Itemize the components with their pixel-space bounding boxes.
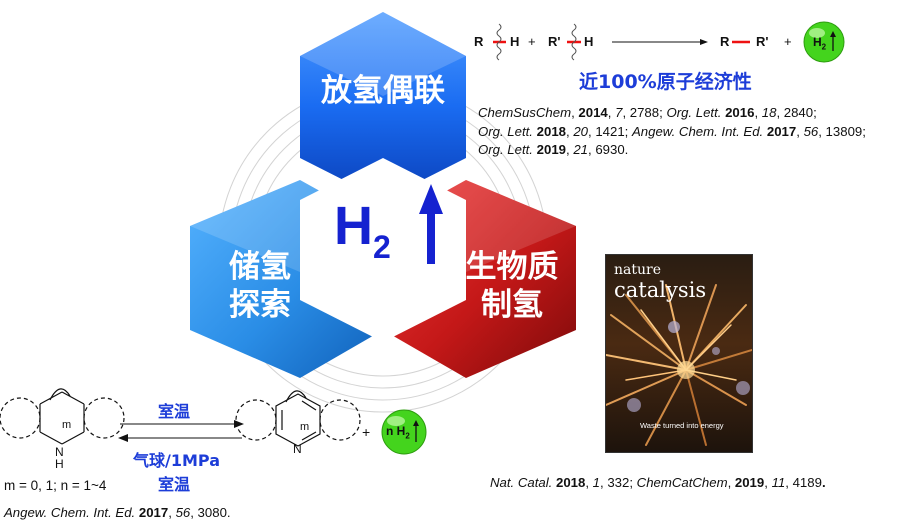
up-arrow-icon [419, 184, 443, 264]
product-r: R [720, 34, 730, 49]
plus-sign: + [784, 34, 792, 49]
citation-segment: , 2788; [622, 105, 667, 120]
citation-segment: Angew. Chem. Int. Ed. [4, 505, 136, 520]
variables-note: m = 0, 1; n = 1~4 [4, 478, 107, 493]
product-rp: R' [756, 34, 769, 49]
citation-segment: , [566, 123, 574, 139]
reactant-r: R [474, 34, 484, 49]
reactant-h2: H [584, 34, 594, 49]
citation-segment: 56 [175, 505, 191, 520]
plus-sign: + [528, 34, 536, 49]
reactant-rp: R' [548, 34, 561, 49]
h2-ball-label: n H2 [386, 424, 410, 441]
coupling-scheme [493, 21, 845, 63]
citation-segment: 2016 [725, 105, 755, 120]
citation-segment: 21 [573, 142, 588, 157]
cover-artwork [606, 284, 752, 446]
citation-segment: , [566, 142, 574, 157]
citation-segment: ChemCatChem [636, 475, 728, 490]
citation-storage: Angew. Chem. Int. Ed. 2017, 56, 3080. [4, 504, 231, 523]
citation-segment: Org. Lett. [478, 123, 533, 139]
arrow-right-icon [700, 39, 708, 45]
hexagon-left-line2: 探索 [229, 287, 291, 323]
forward-condition: 室温 [158, 402, 191, 421]
journal-cover: nature catalysis Waste turned into energ… [605, 254, 753, 453]
citation-segment: , 3080. [190, 505, 231, 520]
citation-segment: 2019 [734, 475, 765, 490]
hexagon-left-line1: 储氢 [229, 249, 291, 285]
citation-segment: , [607, 105, 616, 120]
citation-segment: , [754, 105, 762, 120]
citation-segment: 2018 [555, 475, 586, 490]
wavy-bond-icon [496, 23, 502, 61]
citation-segment: , 332; [600, 475, 637, 490]
wavy-bond-icon [571, 23, 577, 61]
storage-scheme [0, 388, 427, 455]
citation-segment: Angew. Chem. Int. Ed. [632, 123, 764, 139]
citation-segment: ChemSusChem [478, 105, 572, 120]
citation-segment: , [796, 123, 804, 139]
citation-segment: 7 [615, 105, 623, 120]
citation-segment: 11 [771, 475, 786, 490]
ring-m-label-right: m [300, 421, 310, 433]
hexagon-top [300, 12, 466, 200]
citation-segment: , 1421; [588, 123, 632, 139]
arrow-right-icon [234, 420, 244, 428]
reverse-condition-2: 室温 [158, 475, 191, 494]
hexagon-right-line2: 制氢 [481, 287, 543, 323]
citation-segment: Nat. Catal. [490, 475, 553, 490]
citation-segment: 1 [592, 475, 600, 490]
cover-tagline: Waste turned into energy [640, 421, 724, 430]
center-h2-symbol: H [334, 196, 373, 256]
citation-line: Org. Lett. 2019, 21, 6930. [478, 141, 866, 160]
arrow-left-icon [118, 434, 128, 442]
ring-m-label-left: m [62, 419, 72, 431]
citation-segment: , 2840; [776, 105, 817, 120]
hexagon-top-label: 放氢偶联 [321, 73, 445, 109]
plus-sign: + [362, 424, 371, 440]
citation-segment: , 4189 [785, 475, 822, 490]
hexagon-left-label: 储氢 探索 [205, 248, 315, 324]
atom-economy-caption: 近100%原子经济性 [579, 71, 752, 93]
reactant-h1: H [510, 34, 520, 49]
hexagon-right-label: 生物质 制氢 [452, 248, 572, 324]
citations-top: ChemSusChem, 2014, 7, 2788; Org. Lett. 2… [478, 104, 866, 160]
reverse-condition-1: 气球/1MPa [133, 451, 220, 470]
citation-segment: 2019 [536, 142, 566, 157]
citation-line: Org. Lett. 2018, 20, 1421; Angew. Chem. … [478, 123, 866, 142]
citation-segment: , [585, 475, 593, 490]
citation-segment: , [764, 475, 772, 490]
citation-segment: 20 [573, 123, 588, 139]
citation-journal: Nat. Catal. 2018, 1, 332; ChemCatChem, 2… [490, 474, 826, 493]
cover-brand-line2: catalysis [614, 278, 707, 302]
citation-segment: Org. Lett. [666, 105, 722, 120]
citation-segment: , [571, 105, 579, 120]
h2-ball-label: H2 [813, 35, 827, 52]
citation-segment: , [168, 505, 176, 520]
citation-segment: . [821, 475, 826, 490]
citation-segment: , 6930. [588, 142, 629, 157]
citation-segment: , [727, 475, 735, 490]
center-h2-subscript: 2 [373, 229, 391, 265]
citation-segment: 2018 [536, 123, 566, 139]
citation-segment: 56 [803, 123, 819, 139]
citation-segment: 2014 [578, 105, 608, 120]
citation-segment: Org. Lett. [478, 142, 533, 157]
hexagon-right-line1: 生物质 [465, 249, 559, 285]
citation-segment: 2017 [138, 505, 169, 520]
citation-segment: , 13809; [818, 123, 866, 139]
citation-line: ChemSusChem, 2014, 7, 2788; Org. Lett. 2… [478, 104, 866, 123]
citation-segment: 2017 [766, 123, 797, 139]
center-h2: H2 [334, 196, 391, 277]
cover-brand-line1: nature [614, 262, 661, 278]
citation-segment: 18 [761, 105, 777, 120]
ring-n-label: N [293, 442, 302, 456]
